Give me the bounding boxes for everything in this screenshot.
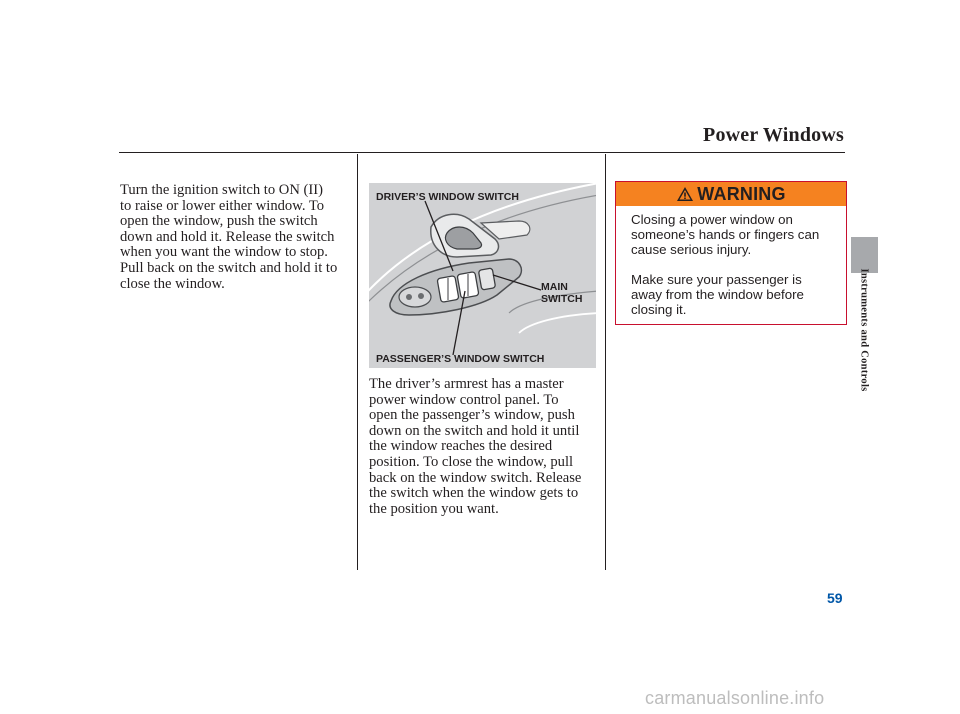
warning-banner: WARNING — [616, 182, 846, 206]
page-title: Power Windows — [703, 124, 844, 146]
section-tab — [851, 237, 878, 273]
ignition-instructions: Turn the ignition switch to ON (II) to r… — [120, 182, 338, 292]
column-divider-right — [605, 154, 606, 570]
main-switch-label: MAIN SWITCH — [541, 281, 583, 305]
window-switch-figure: DRIVER’S WINDOW SWITCH MAIN SWITCH PASSE… — [369, 183, 596, 368]
armrest-switch-illustration — [369, 183, 596, 356]
warning-text-injury: Closing a power window on someone’s hand… — [631, 212, 820, 257]
watermark: carmanualsonline.info — [645, 688, 825, 708]
armrest-instructions: The driver’s armrest has a master power … — [369, 376, 582, 517]
warning-triangle-icon — [677, 187, 694, 201]
warning-text-passenger: Make sure your passenger is away from th… — [631, 272, 804, 317]
warning-title: WARNING — [697, 183, 786, 204]
section-label: Instruments and Controls — [858, 268, 870, 392]
driver-switch-label: DRIVER’S WINDOW SWITCH — [376, 191, 519, 203]
page-number: 59 — [827, 590, 843, 606]
column-divider-left — [357, 154, 358, 570]
title-divider — [119, 152, 845, 153]
passenger-switch-label: PASSENGER’S WINDOW SWITCH — [376, 353, 545, 365]
warning-box: WARNING Closing a power window on someon… — [615, 181, 847, 325]
